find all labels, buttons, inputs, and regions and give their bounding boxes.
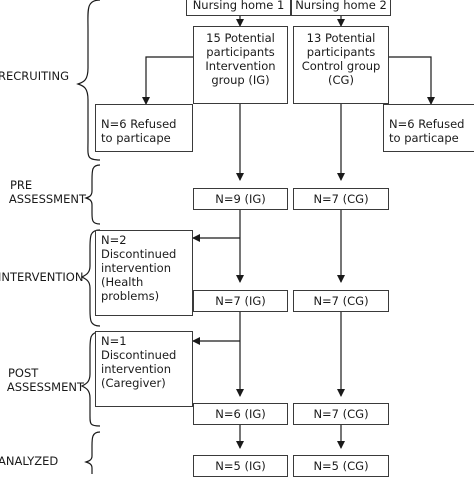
bracket-pre-assessment: [84, 164, 101, 225]
phase-pre-assessment: PRE ASSESSMENT: [8, 178, 86, 206]
cg-refused-box: N=6 Refused to particape: [383, 104, 474, 152]
nursing-home-2-box: Nursing home 2: [291, 0, 391, 16]
discontinued-caregiver-box: N=1 Discontinued intervention (Caregiver…: [95, 331, 193, 407]
post-ig-box: N=6 (IG): [193, 403, 288, 425]
phase-intervention: INTERVENTION: [0, 270, 84, 284]
phase-analyzed: ANALYZED: [0, 454, 59, 468]
ig-refused-box: N=6 Refused to particape: [95, 104, 193, 152]
ig-potential-participants-box: 15 Potential participants Intervention g…: [193, 26, 288, 104]
intervention-ig-box: N=7 (IG): [193, 290, 288, 312]
pre-cg-box: N=7 (CG): [293, 188, 389, 210]
pre-ig-box: N=9 (IG): [193, 188, 288, 210]
post-cg-box: N=7 (CG): [293, 403, 389, 425]
phase-post-assessment: POST ASSESSMENT: [6, 366, 84, 394]
intervention-cg-box: N=7 (CG): [293, 290, 389, 312]
cg-potential-participants-box: 13 Potential participants Control group …: [293, 26, 389, 104]
bracket-analyzed: [84, 431, 101, 474]
nursing-home-1-box: Nursing home 1: [186, 0, 291, 16]
phase-recruiting: RECRUITING: [0, 69, 70, 83]
discontinued-health-box: N=2 Discontinued intervention (Health pr…: [95, 230, 193, 316]
